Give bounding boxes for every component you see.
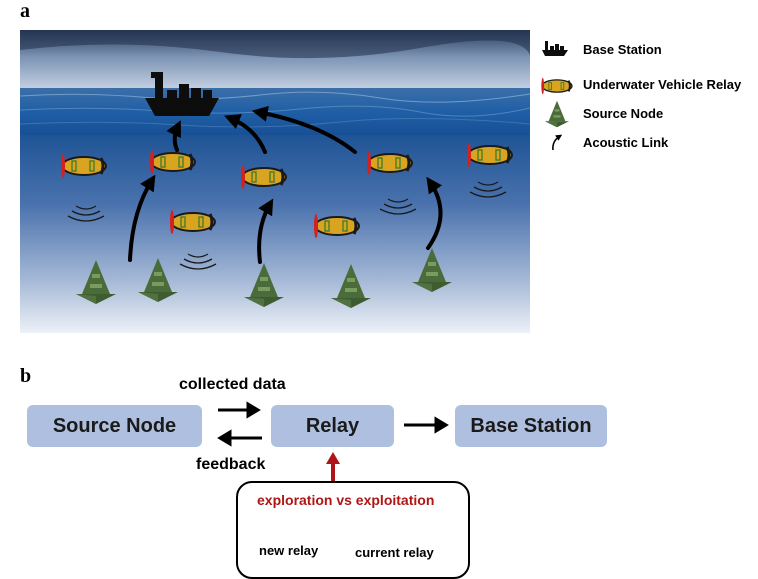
legend-relay-label: Underwater Vehicle Relay	[583, 77, 742, 92]
panel-a-letter: a	[20, 0, 30, 22]
legend-ship-icon	[542, 41, 568, 56]
link-arrow-5	[257, 198, 274, 264]
link-arrow-1	[166, 120, 181, 152]
exploration-box	[236, 481, 470, 579]
legend-auv-icon	[540, 76, 573, 96]
panel-b-letter: b	[20, 365, 32, 387]
exploration-title: exploration vs exploitation	[257, 492, 435, 508]
legend-acoustic-link-label: Acoustic Link	[583, 135, 669, 150]
legend-cone-icon	[545, 100, 569, 128]
link-arrow-4	[128, 174, 156, 262]
relay-box: Relay	[271, 405, 394, 447]
link-arrow-3	[251, 105, 357, 154]
legend-base-station-label: Base Station	[583, 42, 662, 57]
base-station-box: Base Station	[455, 405, 607, 447]
link-arrow-6	[426, 176, 443, 250]
feedback-label: feedback	[196, 456, 266, 473]
legend-arrow-icon	[552, 134, 563, 151]
cloud	[20, 30, 530, 59]
new-relay-label: new relay	[259, 543, 319, 558]
legend-source-node-label: Source Node	[583, 106, 664, 121]
ship-icon	[145, 72, 219, 116]
selection-arrow	[326, 452, 340, 481]
sea-surface	[20, 88, 530, 136]
collected-data-label: collected data	[179, 376, 286, 393]
link-arrow-2	[224, 114, 267, 154]
source-node-box: Source Node	[27, 405, 202, 447]
current-relay-label: current relay	[355, 545, 434, 560]
